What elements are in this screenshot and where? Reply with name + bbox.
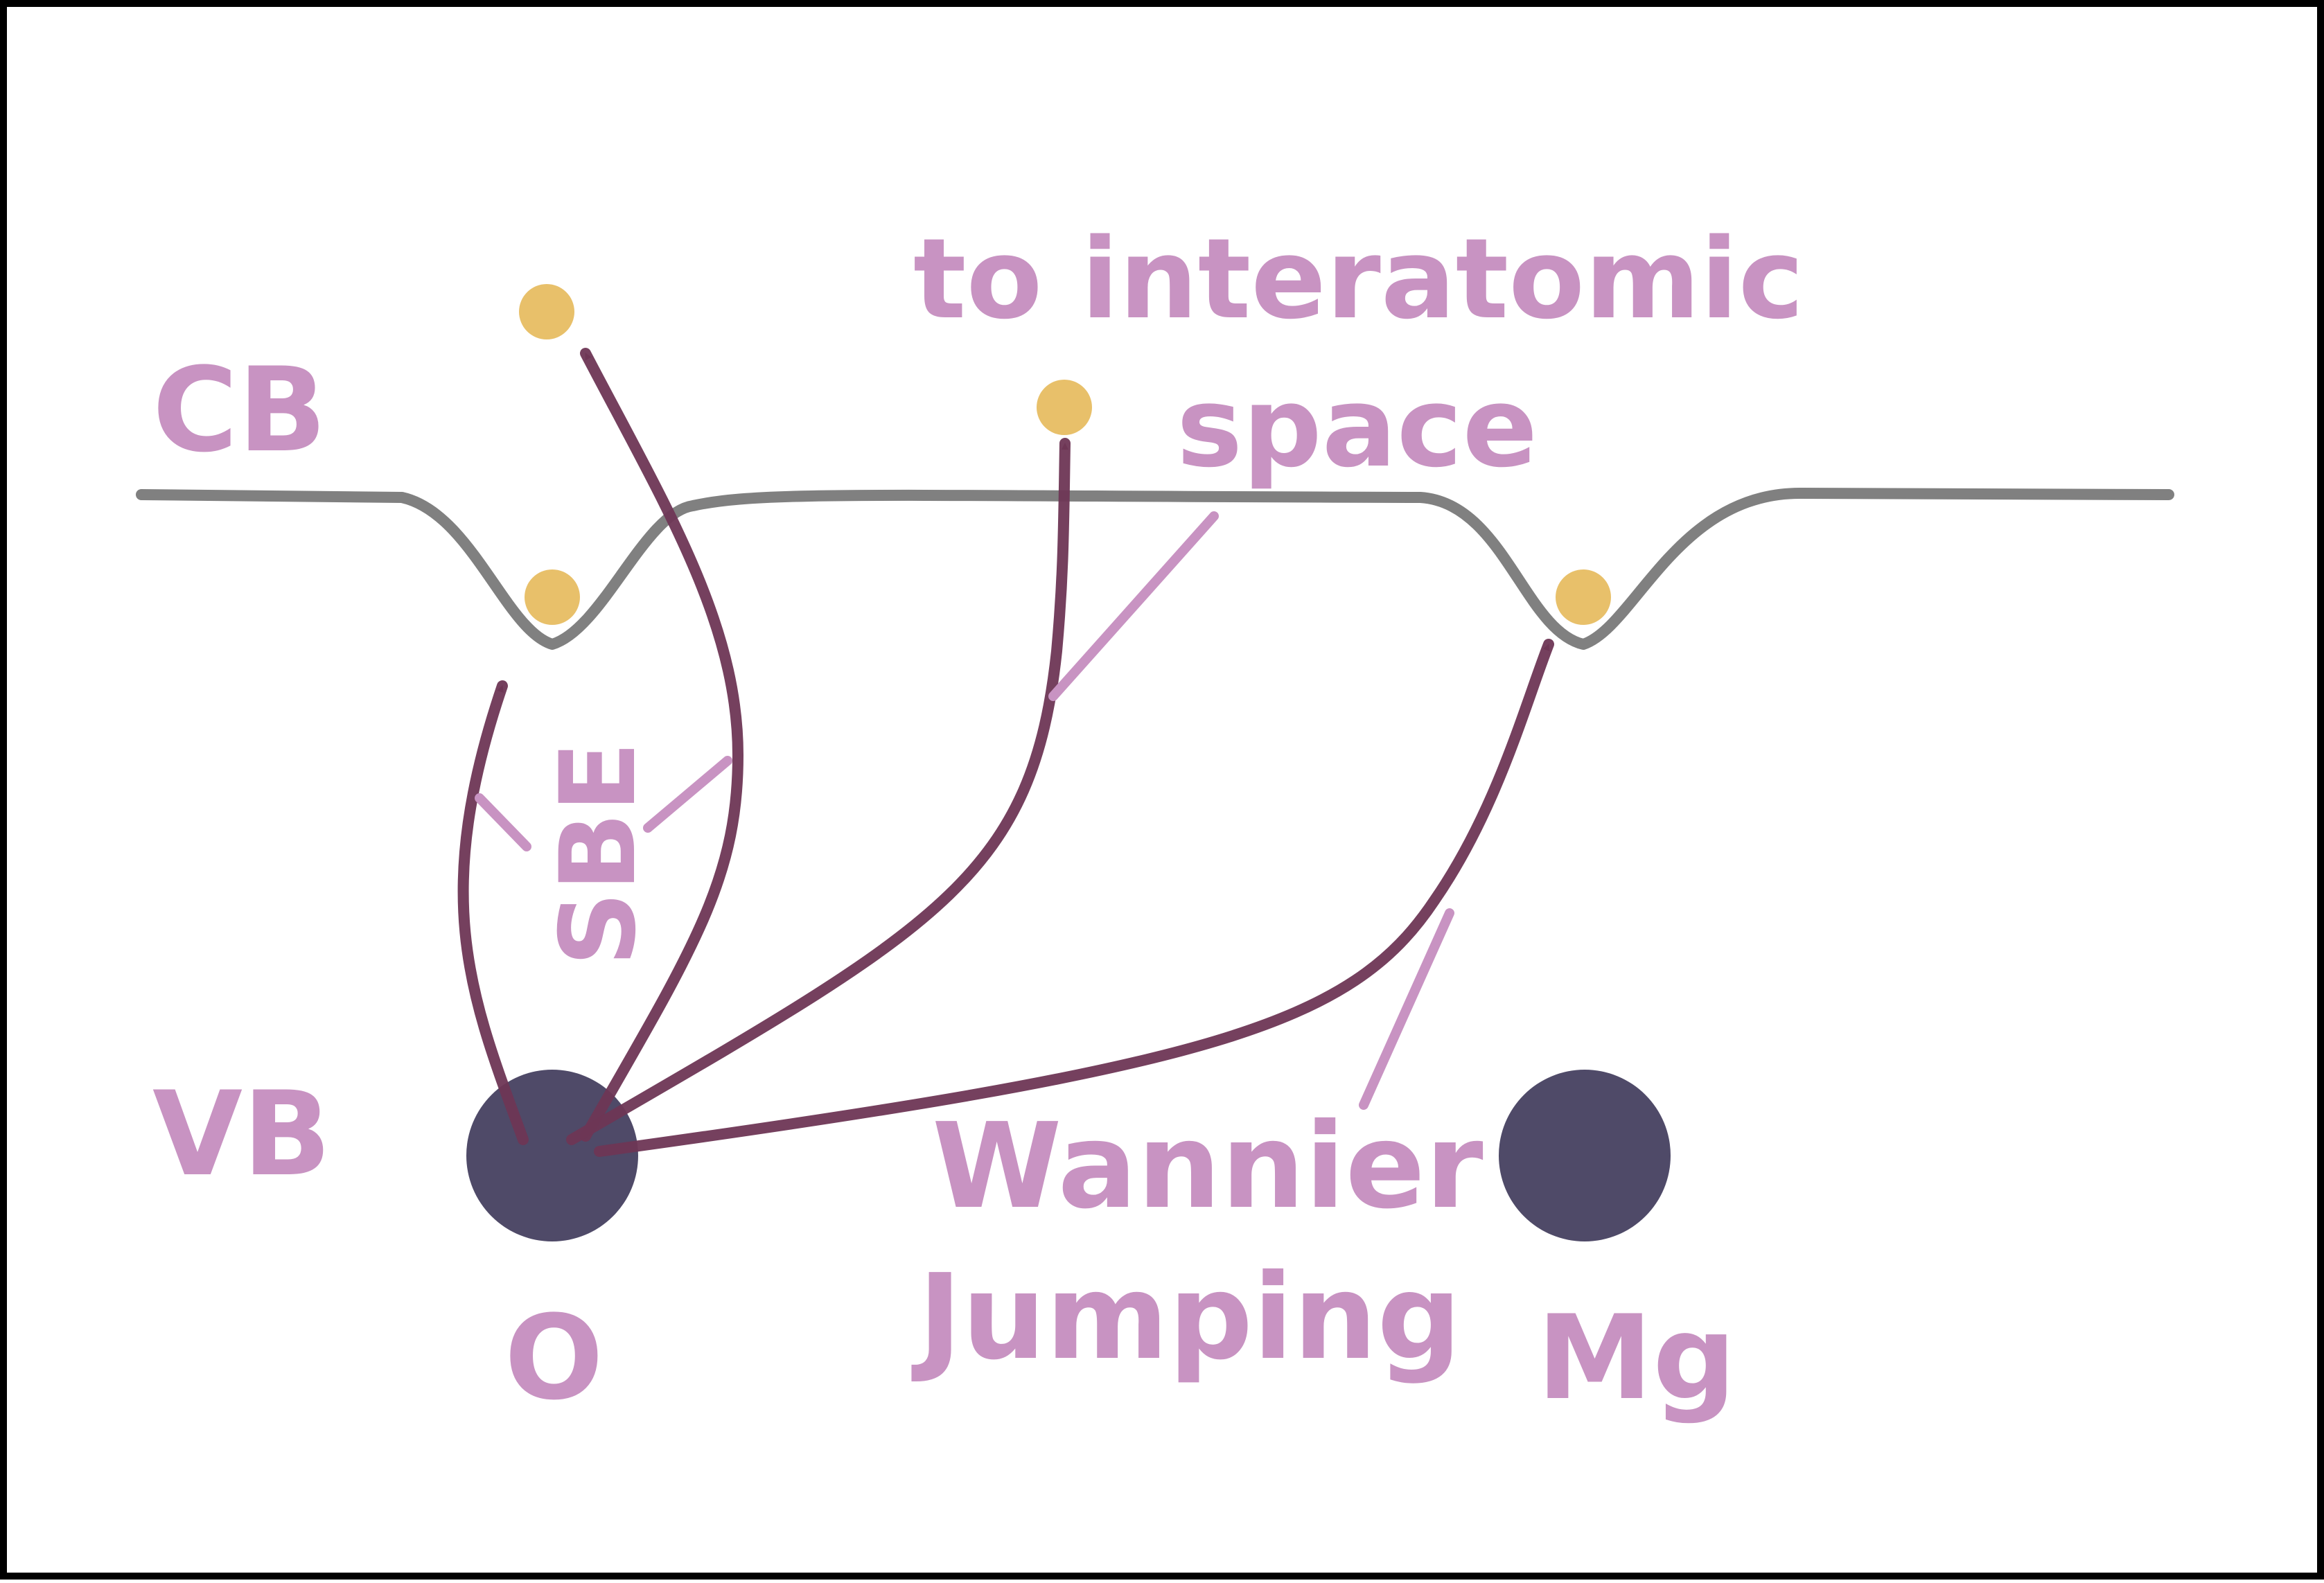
interatomic-label-line2: space	[1177, 362, 1538, 492]
interatomic-leader	[1048, 511, 1219, 701]
escape-arrow	[580, 348, 744, 1142]
conduction-band-curve	[136, 487, 2174, 650]
o-label: O	[504, 1290, 604, 1426]
magnesium-atom	[1499, 1070, 1671, 1241]
wannier-label-line1: Wannier	[932, 1098, 1484, 1235]
electron-dot	[525, 569, 580, 625]
interatomic-label-line1: to interatomic	[913, 214, 1804, 344]
wannier-arrow	[594, 639, 1554, 1157]
interatomic-arrow	[566, 438, 1071, 1145]
electron-dot	[1037, 380, 1092, 435]
sbe-label: SBE	[538, 741, 659, 966]
sbe-leader-left	[475, 793, 531, 851]
sbe-arrow	[457, 680, 529, 1145]
wannier-leader	[1359, 908, 1454, 1110]
sbe-leader-right	[643, 756, 732, 833]
mg-label: Mg	[1537, 1290, 1736, 1426]
cb-label: CB	[152, 342, 326, 478]
vb-label: VB	[152, 1066, 331, 1202]
electron-dot	[519, 284, 574, 339]
wannier-label-line2: Jumping	[911, 1249, 1461, 1386]
electron-dot	[1556, 569, 1611, 625]
